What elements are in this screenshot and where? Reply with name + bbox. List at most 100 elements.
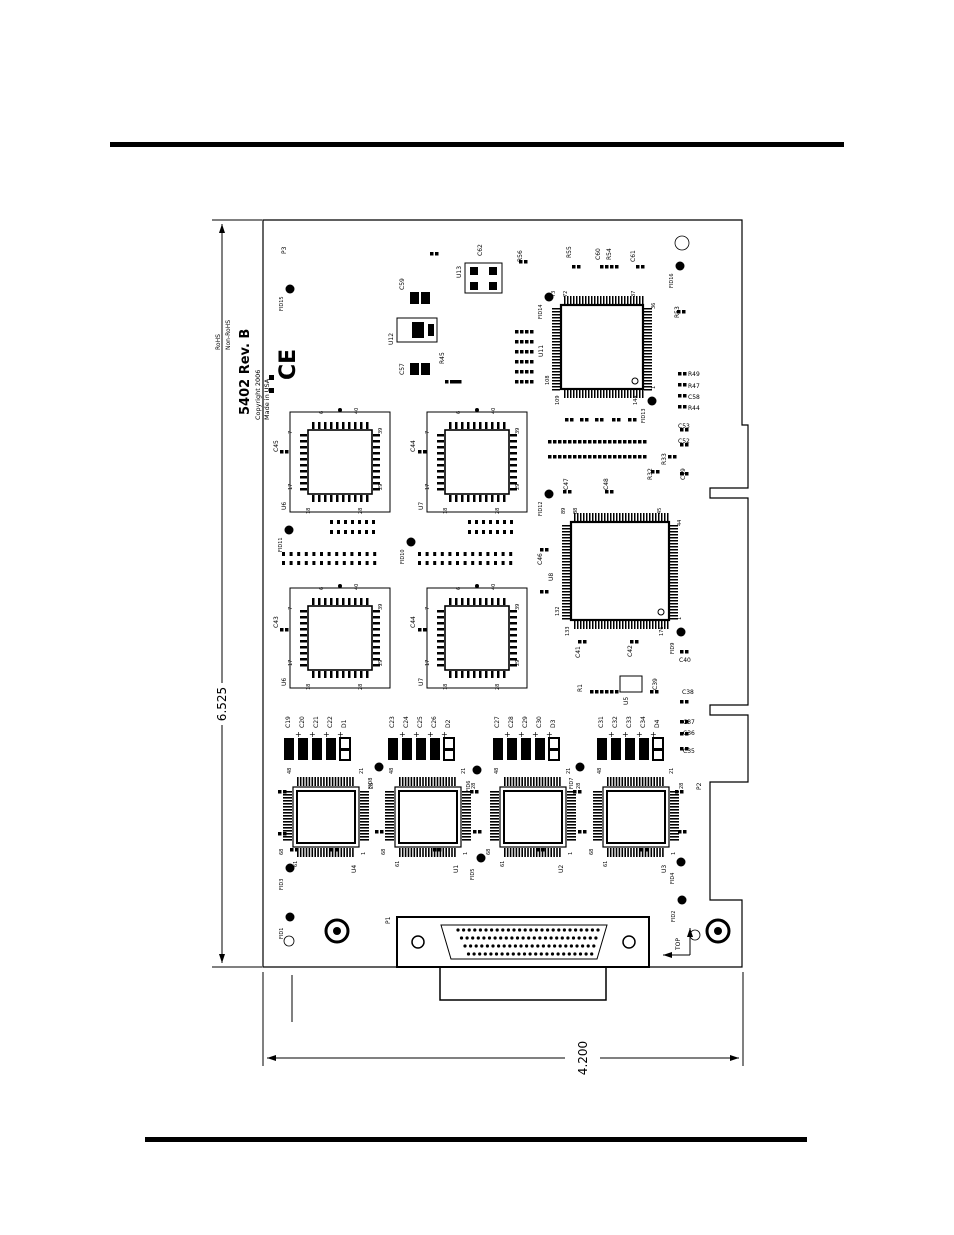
smd-pad: [278, 790, 282, 794]
smd-pad: [651, 470, 655, 474]
connector-pin: [478, 928, 482, 932]
label-c42: C42: [627, 645, 634, 657]
width-value: 4.200: [576, 1041, 590, 1075]
connector-pin: [527, 936, 531, 940]
smd-pad: [342, 561, 346, 565]
label-r49: R49: [688, 371, 700, 378]
connector-pin: [545, 952, 549, 956]
connector-pin: [499, 936, 503, 940]
connector-pin: [558, 944, 562, 948]
smd-pad: [598, 440, 602, 444]
smd-pad: [615, 265, 619, 269]
pin-number-label: 44: [677, 520, 683, 526]
smd-pad: [285, 628, 289, 632]
connector-pin: [491, 944, 495, 948]
smd-pad: [613, 455, 617, 459]
smd-pad: [290, 848, 294, 852]
chip-ref-label: U2: [558, 865, 565, 873]
connector-pin: [539, 952, 543, 956]
label-c47: C47: [563, 478, 570, 490]
smd-pad: [685, 650, 689, 654]
smd-pad: [304, 561, 308, 565]
fiducial-fid8: FID8: [368, 762, 384, 789]
label-c52: C52: [678, 438, 690, 445]
pin-number-label: 133: [565, 626, 571, 636]
pin-number-label: 176: [659, 626, 665, 636]
cap-ref-label: C31: [598, 716, 605, 728]
smd-pad: [578, 790, 582, 794]
cap-ref-label: C34: [640, 716, 647, 728]
connector-pin: [540, 928, 544, 932]
smd-pad: [680, 790, 684, 794]
smd-pad: [685, 428, 689, 432]
smd-pad: [496, 530, 499, 534]
smd-pad: [682, 310, 686, 314]
connector-pin: [530, 944, 534, 948]
connector-pin: [483, 952, 487, 956]
smd-pad: [344, 520, 347, 524]
smd-pad: [289, 552, 293, 556]
smd-pad: [351, 530, 354, 534]
label-r1: R1: [577, 684, 584, 692]
smd-pad: [365, 520, 368, 524]
label-c40: C40: [679, 657, 691, 664]
connector-pin: [575, 944, 579, 948]
smd-pad: [558, 440, 562, 444]
smd-pad: [683, 383, 687, 387]
smd-pad: [610, 690, 614, 694]
smd-pad: [600, 418, 604, 422]
connector-pin: [550, 952, 555, 956]
cap-ref-label: C19: [285, 716, 292, 728]
fiducial-fid3: FID3: [279, 863, 295, 890]
smd-pad: [678, 405, 682, 409]
smd-pad: [628, 418, 632, 422]
cap-ref-label: C43: [273, 616, 280, 628]
smd-pad: [525, 370, 529, 374]
connector-pin: [590, 928, 595, 932]
smd-pad: [458, 380, 462, 384]
tooling-hole-left: [283, 935, 295, 947]
pin-number-label: 132: [555, 606, 561, 616]
smd-pad: [350, 561, 354, 565]
fiducial-label: FID9: [670, 643, 676, 654]
label-c46: C46: [537, 553, 544, 565]
connector-pin: [534, 928, 539, 932]
smd-pad: [640, 848, 644, 852]
polarity-mark: +: [546, 730, 553, 739]
smd-pad: [568, 490, 572, 494]
smd-pad: [685, 443, 689, 447]
board-copyright: Copyright 2006: [254, 370, 262, 420]
cap-ref-label: C30: [536, 716, 543, 728]
chip-ref-label: U7: [418, 502, 425, 510]
cap-c57-pad-a: [410, 363, 419, 375]
smd-pad: [578, 640, 582, 644]
label-p3: P3: [281, 246, 288, 254]
smd-pad: [565, 418, 569, 422]
fiducial-label: FID1: [279, 928, 285, 939]
smd-pad: [598, 455, 602, 459]
mounting-hole-right: [705, 918, 731, 944]
smd-pad: [615, 690, 619, 694]
smd-pad: [418, 628, 422, 632]
board-origin: Made in USA: [263, 378, 271, 420]
pin-number-label: 28: [369, 783, 375, 789]
label-c36: C36: [683, 730, 695, 737]
connector-pin: [500, 952, 504, 956]
smd-pad: [486, 552, 490, 556]
connector-pin: [462, 928, 466, 932]
chip-ref-label: U4: [351, 865, 358, 873]
smd-pad: [628, 440, 632, 444]
smd-pad: [373, 561, 377, 565]
pin-number-label: 48: [389, 768, 395, 774]
connector-pin: [571, 936, 576, 940]
connector-pin: [556, 952, 560, 956]
label-c48: C48: [603, 478, 610, 490]
fiducial-label: FID15: [279, 296, 285, 311]
smd-pad: [650, 690, 654, 694]
fiducial-label: FID6: [466, 781, 472, 792]
pin-number-label: 7: [425, 431, 431, 434]
smd-pad: [312, 552, 316, 556]
connector-pin: [502, 944, 506, 948]
smd-pad: [553, 440, 557, 444]
